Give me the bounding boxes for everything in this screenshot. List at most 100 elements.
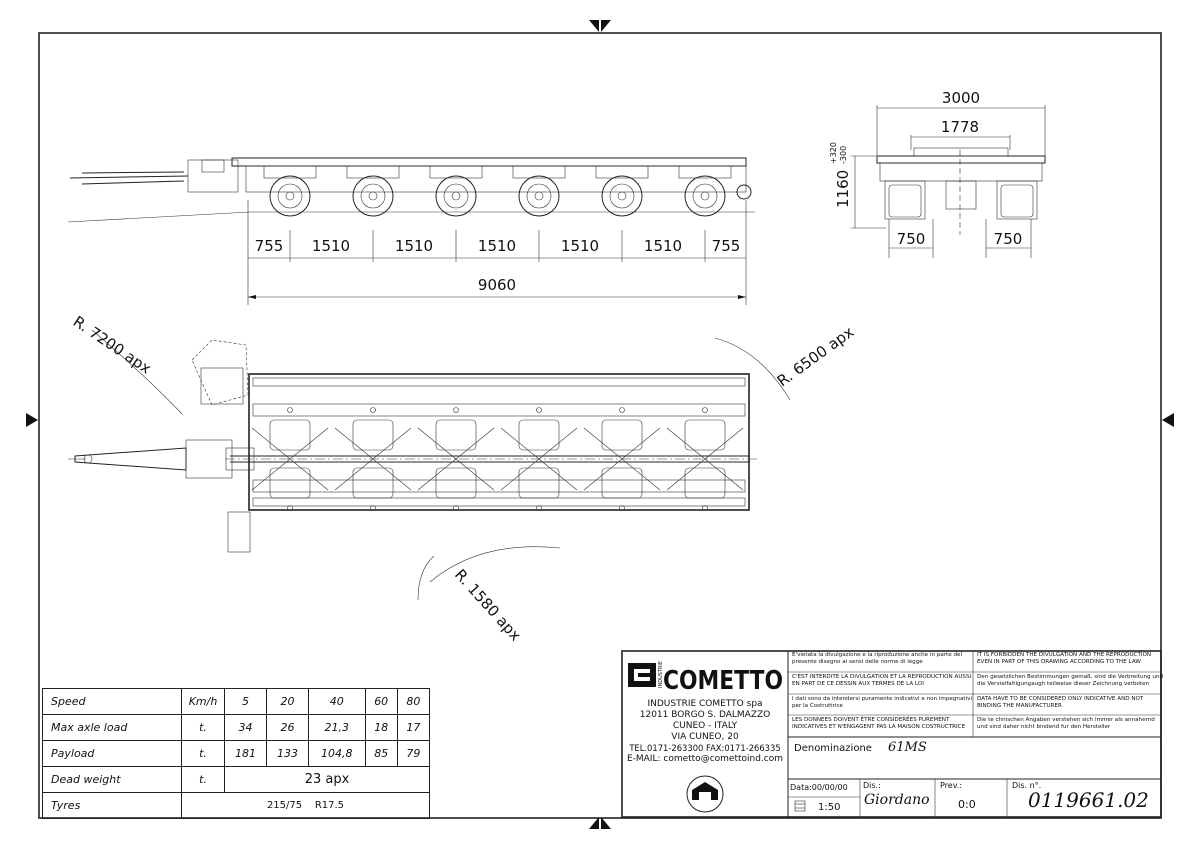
side-wheel — [678, 165, 732, 217]
dim-height-minus: -300 — [839, 146, 848, 164]
side-wheel — [429, 165, 483, 217]
legal-note-en: IT IS FORBIDDEN THE DIVULGATION AND THE … — [977, 652, 1152, 665]
side-wheel — [595, 165, 649, 217]
side-dimensions: 755 1510 1510 1510 1510 1510 755 9060 — [247, 200, 747, 305]
scale-value: 1:50 — [818, 802, 841, 813]
plan-axle-module — [666, 407, 744, 511]
dim-height: 1160 — [834, 170, 852, 208]
table-cell: 26 — [265, 714, 309, 741]
side-view — [67, 157, 755, 223]
address-line: CUNEO - ITALY — [672, 721, 738, 731]
data-note-de: Die te chnischen Angaben verstehen sich … — [977, 717, 1155, 730]
tyres-label: Tyres — [42, 792, 182, 819]
drawing-number-label: Dis. n°. — [1012, 781, 1042, 790]
drawing-number: 0119661.02 — [1028, 788, 1149, 812]
radius-front-label: R. 7200 apx — [70, 312, 155, 377]
side-wheel — [263, 165, 317, 217]
tyres-value: 215/75 R17.5 — [181, 792, 430, 819]
plan-axle-modules — [251, 407, 744, 511]
dim-total-length: 9060 — [478, 276, 516, 294]
table-cell: 104,8 — [307, 740, 366, 767]
side-wheel — [346, 165, 400, 217]
table-row: Max axle load t. 34 26 21,3 18 17 — [42, 714, 431, 741]
dead-weight-value: 23 apx — [224, 766, 430, 793]
data-note-fr: LES DONNEES DOIVENT ÉTRE CONSIDERÉES PUR… — [792, 717, 966, 730]
data-note-it: I dati sono da intendersi puramente indi… — [792, 696, 972, 709]
dim-755-front: 755 — [255, 237, 284, 255]
radius-inner-label: R. 1580 apx — [451, 566, 525, 645]
unit-cell: t. — [181, 766, 225, 793]
dim-1510-2: 1510 — [395, 237, 433, 255]
legal-note-it: E'vietata la divulgazione e la riproduzi… — [792, 652, 963, 665]
brand-sub: INDUSTRIE — [658, 661, 664, 688]
table-row: Payload t. 181 133 104,8 85 79 — [42, 740, 431, 767]
title-block: INDUSTRIE COMETTO spa 12011 BORGO S. DAL… — [622, 651, 1163, 817]
address-line: E-MAIL: cometto@comettoind.com — [626, 754, 784, 764]
speed-value: 5 — [224, 688, 267, 715]
unit-cell: t. — [181, 740, 225, 767]
payload-label: Payload — [42, 740, 182, 767]
side-wheels — [263, 165, 732, 217]
dim-1510-1: 1510 — [312, 237, 350, 255]
dim-1510-5: 1510 — [644, 237, 682, 255]
table-cell: 79 — [396, 740, 431, 767]
date-label: Data:00/00/00 — [790, 783, 848, 792]
prev-value: 0:0 — [958, 798, 976, 811]
load-spec-table: Speed Km/h 5 20 40 60 80 Max axle load t… — [42, 688, 431, 819]
address-line: VIA CUNEO, 20 — [671, 732, 739, 742]
speed-value: 80 — [396, 688, 431, 715]
dim-overall-width: 3000 — [942, 89, 980, 107]
dim-755-rear: 755 — [712, 237, 741, 255]
dim-wheel-left: 750 — [897, 230, 926, 248]
table-row: Dead weight t. 23 apx — [42, 766, 430, 793]
plan-axle-module — [583, 407, 661, 511]
denominazione-value: 61MS — [888, 740, 927, 755]
drawn-by-value: Giordano — [864, 792, 930, 808]
brand-wordmark: COMETTO — [663, 666, 783, 696]
table-cell: 17 — [396, 714, 431, 741]
address-line: INDUSTRIE COMETTO spa — [647, 699, 763, 709]
speed-row: Speed Km/h 5 20 40 60 80 — [42, 688, 431, 715]
address-line: 12011 BORGO S. DALMAZZO — [639, 710, 771, 720]
dim-inner-width: 1778 — [941, 118, 979, 136]
speed-value: 40 — [307, 688, 366, 715]
data-note-en: DATA HAVE TO BE CONSIDERED ONLY INDICATI… — [977, 696, 1144, 709]
plan-axle-module — [251, 407, 329, 511]
title-block-frame — [621, 650, 1162, 818]
drawn-by-label: Dis.: — [863, 781, 881, 790]
plan-view: R. 7200 apx R. 6500 apx R. 1580 apx — [68, 312, 857, 645]
unit-cell: t. — [181, 714, 225, 741]
plan-axle-module — [334, 407, 412, 511]
legal-note-fr: C'EST INTERDITE LA DIVULGATION ET LA REP… — [792, 674, 972, 687]
table-cell: 85 — [364, 740, 398, 767]
dim-wheel-right: 750 — [994, 230, 1023, 248]
speed-label: Speed — [42, 688, 182, 715]
speed-value: 60 — [364, 688, 398, 715]
table-cell: 21,3 — [307, 714, 366, 741]
denominazione-label: Denominazione — [794, 743, 872, 754]
legal-note-de: Den gesetzlichen Bestimmungen gemaß, sin… — [977, 674, 1164, 687]
table-cell: 181 — [224, 740, 267, 767]
max-axle-load-label: Max axle load — [42, 714, 182, 741]
prev-label: Prev.: — [940, 781, 963, 790]
table-cell: 133 — [265, 740, 309, 767]
side-wheel — [512, 165, 566, 217]
dim-1510-3: 1510 — [478, 237, 516, 255]
speed-unit: Km/h — [181, 688, 225, 715]
speed-value: 20 — [265, 688, 309, 715]
plan-axle-module — [417, 407, 495, 511]
projection-icon — [794, 800, 806, 812]
table-cell: 34 — [224, 714, 267, 741]
dim-1510-4: 1510 — [561, 237, 599, 255]
table-row: Tyres 215/75 R17.5 — [42, 792, 430, 819]
radius-rear-label: R. 6500 apx — [774, 323, 857, 391]
table-cell: 18 — [364, 714, 398, 741]
dead-weight-label: Dead weight — [42, 766, 182, 793]
centering-marks — [26, 20, 1174, 829]
dim-height-plus: +320 — [829, 142, 838, 164]
address-line: TEL.0171-263300 FAX:0171-266335 — [629, 743, 781, 753]
end-view: 3000 1778 1160 +320 -300 750 750 — [829, 89, 1046, 258]
drawing-border — [38, 32, 1162, 819]
company-logo: COMETTO INDUSTRIE — [628, 661, 783, 813]
